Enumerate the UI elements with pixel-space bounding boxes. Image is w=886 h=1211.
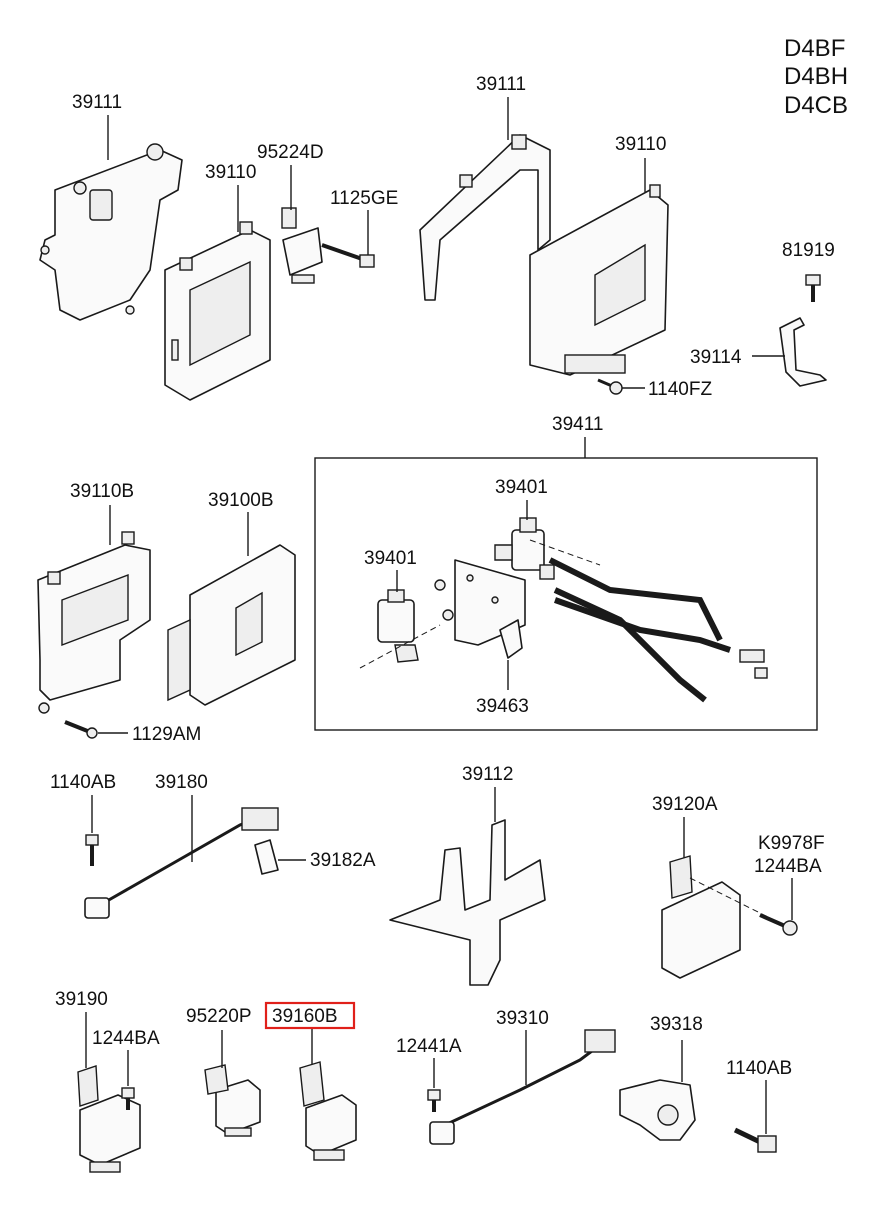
label-1244BA-left: 1244BA xyxy=(92,1028,160,1049)
bracket-39112[interactable] xyxy=(389,819,546,986)
label-39112: 39112 xyxy=(462,764,513,785)
mounting-plate[interactable] xyxy=(434,559,526,646)
bolt-1125GE[interactable] xyxy=(321,243,375,268)
engine-code-3: D4CB xyxy=(784,92,848,119)
label-39401-left: 39401 xyxy=(364,548,417,569)
label-39111-right: 39111 xyxy=(476,74,526,95)
bolt-12441A[interactable] xyxy=(427,1089,441,1112)
label-39110-right: 39110 xyxy=(615,134,666,155)
label-39190: 39190 xyxy=(55,989,108,1010)
label-39310: 39310 xyxy=(496,1008,549,1029)
bolt-1244BA-left[interactable] xyxy=(121,1087,135,1110)
module-39120A[interactable] xyxy=(661,855,741,979)
label-81919: 81919 xyxy=(782,240,835,261)
label-39318: 39318 xyxy=(650,1014,703,1035)
ecu-39110-right[interactable] xyxy=(529,184,669,376)
ecu-39110B[interactable] xyxy=(37,531,151,714)
label-39182A: 39182A xyxy=(310,850,376,871)
label-39110-left: 39110 xyxy=(205,162,256,183)
valve-39401-top[interactable] xyxy=(494,517,555,580)
bolt-K9978F[interactable] xyxy=(759,913,798,936)
screw-1140FZ[interactable] xyxy=(597,378,623,395)
label-39463: 39463 xyxy=(476,696,529,717)
label-39120A: 39120A xyxy=(652,794,718,815)
engine-code-1: D4BF xyxy=(784,35,845,62)
label-39401-top: 39401 xyxy=(495,477,548,498)
sensor-39180[interactable] xyxy=(84,807,279,919)
relay-39190[interactable] xyxy=(77,1065,141,1173)
bolt-1140AB-top[interactable] xyxy=(85,834,99,866)
label-39180: 39180 xyxy=(155,772,208,793)
label-1129AM: 1129AM xyxy=(132,724,201,745)
relay-95224D[interactable] xyxy=(281,207,323,284)
bolt-81919[interactable] xyxy=(805,274,821,302)
ecu-39110-left[interactable] xyxy=(164,221,271,401)
label-1125GE: 1125GE xyxy=(330,188,398,209)
sensor-39463[interactable] xyxy=(499,619,523,659)
valve-39401-left[interactable] xyxy=(377,589,419,663)
clip-39182A[interactable] xyxy=(254,839,279,875)
label-39160B[interactable]: 39160B xyxy=(272,1006,338,1027)
label-39110B: 39110B xyxy=(70,481,134,502)
label-1244BA-right: 1244BA xyxy=(754,856,822,877)
bracket-39111-right[interactable] xyxy=(419,134,551,301)
bolt-1129AM[interactable] xyxy=(64,720,98,739)
label-39411: 39411 xyxy=(552,414,603,435)
bracket-39111-left[interactable] xyxy=(39,143,183,321)
label-39100B: 39100B xyxy=(208,490,274,511)
label-12441A: 12441A xyxy=(396,1036,462,1057)
label-1140FZ: 1140FZ xyxy=(648,379,712,400)
sensor-39318[interactable] xyxy=(619,1079,696,1141)
label-95220P: 95220P xyxy=(186,1006,252,1027)
label-39114: 39114 xyxy=(690,347,742,368)
relay-95220P[interactable] xyxy=(204,1064,261,1137)
highlight-box-39160B xyxy=(264,1001,356,1030)
hoses[interactable] xyxy=(359,539,768,703)
label-39111-left: 39111 xyxy=(72,92,122,113)
assembly-box-39411[interactable] xyxy=(314,457,818,731)
label-95224D: 95224D xyxy=(257,142,324,163)
ecu-39100B[interactable] xyxy=(167,544,296,706)
label-1140AB-top: 1140AB xyxy=(50,772,116,793)
label-K9978F: K9978F xyxy=(758,833,825,854)
label-1140AB-bottom: 1140AB xyxy=(726,1058,792,1079)
clip-39114[interactable] xyxy=(779,317,827,387)
bolt-1140AB-bottom[interactable] xyxy=(733,1127,777,1153)
relay-39160B[interactable] xyxy=(299,1061,357,1161)
sensor-39310[interactable] xyxy=(429,1029,616,1145)
engine-code-2: D4BH xyxy=(784,63,848,90)
